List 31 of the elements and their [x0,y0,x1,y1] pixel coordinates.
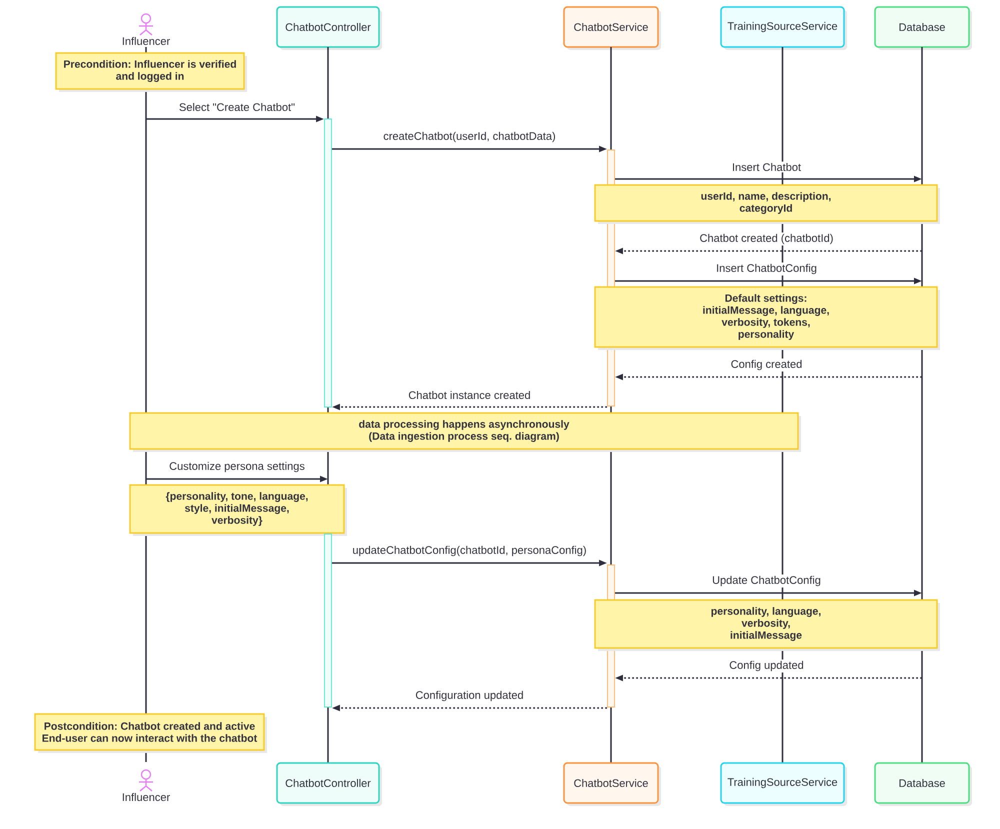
note-box: Default settings: initialMessage, language, verbosity, tokens, personality [594,286,940,350]
message-label: Chatbot created (chatbotId) [698,232,835,246]
participant-box: ChatbotService [563,762,661,806]
participant-box: ChatbotController [276,762,382,806]
message-label: Insert ChatbotConfig [714,262,818,276]
note-box: Postcondition: Chatbot created and active End-user can now interact with the chatbot [34,713,267,753]
participant-box: ChatbotService [563,6,661,50]
message-label: createChatbot(userId, chatbotData) [382,130,558,144]
message-label: Config created [729,358,804,372]
message-label: Config updated [728,660,806,672]
participant-box: ChatbotController [276,6,382,50]
note-box: Precondition: Influencer is verified and logged in [55,52,247,92]
note-box: userId, name, description, categoryId [594,184,940,224]
message-label: Update ChatbotConfig [710,574,822,588]
message-label: Customize persona settings [168,460,306,474]
message-label: Chatbot instance created [407,390,532,400]
message-label: Insert Chatbot [730,162,802,172]
activation-bar [324,118,332,408]
participant-box: TrainingSourceService [720,762,847,806]
message-label: Configuration updated [414,690,525,702]
message-label: Select "Create Chatbot" [178,102,296,112]
participant-box: TrainingSourceService [720,6,847,50]
participant-box: Database [874,6,972,50]
actor-label: Influencer [122,36,170,46]
message-label: updateChatbotConfig(chatbotId, personaConfig) [351,544,588,558]
activation-bar [324,534,332,708]
note-box: data processing happens asynchronously (Data ingestion process seq. diagram) [129,412,801,452]
actor-label: Influencer [122,792,170,802]
note-box: {personality, tone, language, style, initialMessage, verbosity} [129,484,347,536]
note-box: personality, language, verbosity, initialMessage [594,599,940,651]
participant-box: Database [874,762,972,806]
